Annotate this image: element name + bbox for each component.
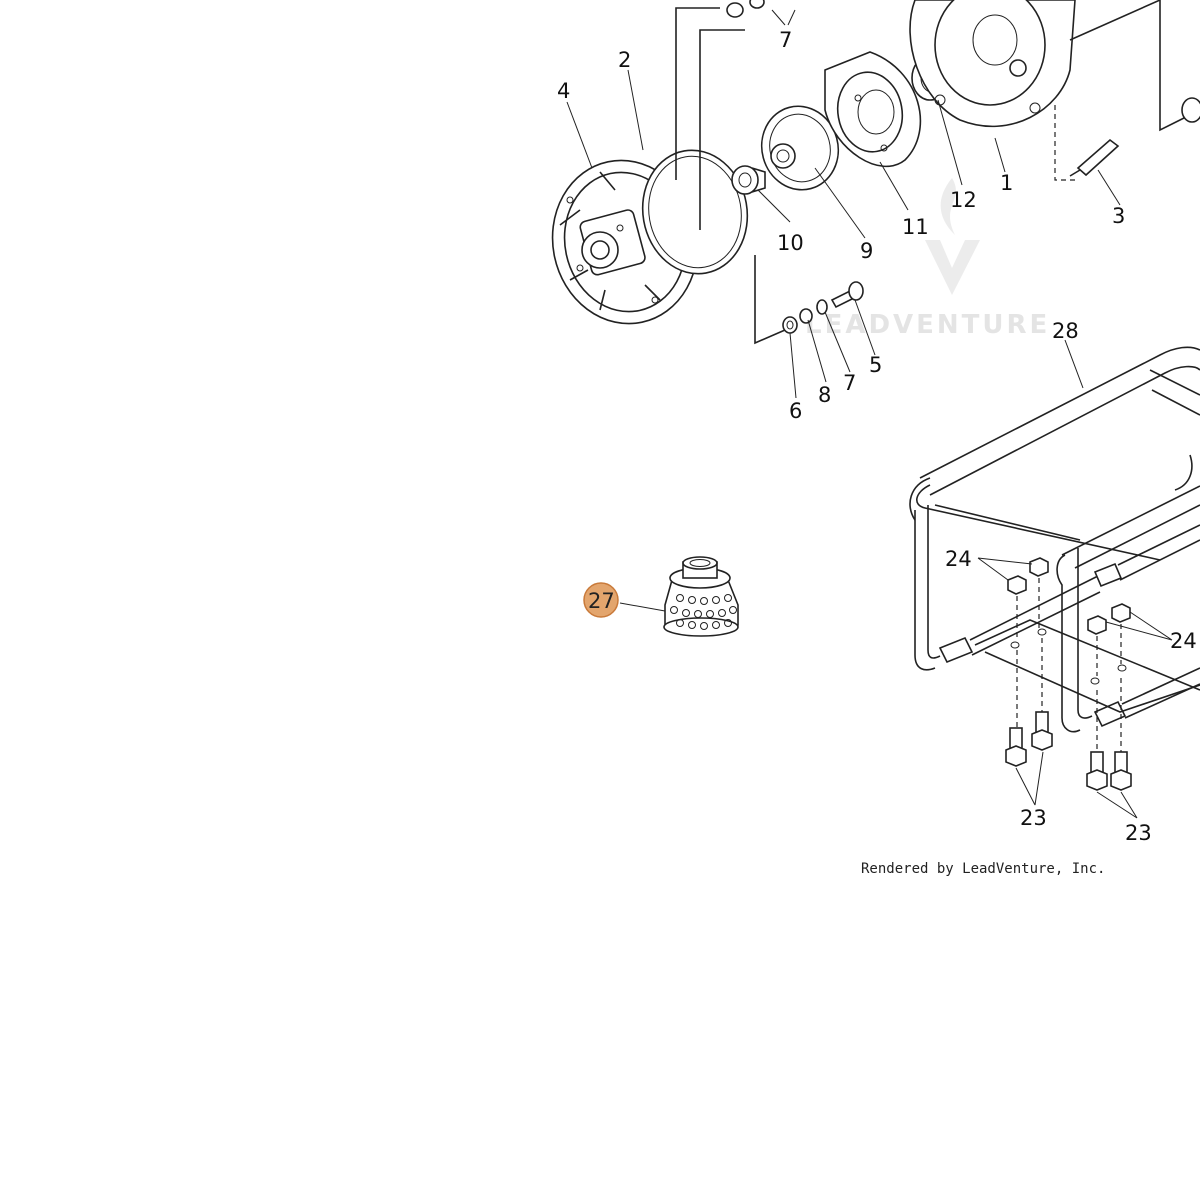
callout-2[interactable]: 2 bbox=[618, 48, 631, 72]
part-10-seal[interactable] bbox=[731, 165, 766, 195]
callout-27-highlight[interactable] bbox=[583, 582, 619, 618]
callout-5[interactable]: 5 bbox=[869, 353, 882, 377]
part-9-impeller[interactable] bbox=[752, 98, 847, 199]
part-28-frame[interactable] bbox=[909, 346, 1200, 733]
watermark: LEADVENTURE bbox=[805, 178, 1050, 340]
callout-24-right[interactable]: 24 bbox=[1170, 629, 1197, 653]
callout-23-right[interactable]: 23 bbox=[1125, 821, 1152, 845]
callout-3[interactable]: 3 bbox=[1112, 204, 1125, 228]
callout-11[interactable]: 11 bbox=[902, 215, 929, 239]
callout-8[interactable]: 8 bbox=[818, 383, 831, 407]
part-2-gasket[interactable] bbox=[633, 142, 757, 282]
part-11-volute[interactable] bbox=[824, 51, 922, 168]
part-3-stud[interactable] bbox=[1069, 138, 1120, 177]
callout-27[interactable]: 27 bbox=[588, 589, 615, 613]
callout-7-lower[interactable]: 7 bbox=[843, 371, 856, 395]
leader-lines bbox=[566, 9, 1173, 819]
callout-7[interactable]: 7 bbox=[779, 28, 792, 52]
watermark-text: LEADVENTURE bbox=[805, 310, 1050, 340]
callout-labels: 7 2 4 10 9 11 12 1 3 5 7 8 6 28 24 24 23… bbox=[557, 28, 1197, 845]
callout-4[interactable]: 4 bbox=[557, 79, 570, 103]
callout-6[interactable]: 6 bbox=[789, 399, 802, 423]
part-24-nuts[interactable] bbox=[1007, 557, 1131, 676]
callout-28[interactable]: 28 bbox=[1052, 319, 1079, 343]
callout-24-left[interactable]: 24 bbox=[945, 547, 972, 571]
part-hardware-5-8[interactable] bbox=[754, 255, 864, 345]
credit-text: Rendered by LeadVenture, Inc. bbox=[861, 861, 1105, 877]
callout-10[interactable]: 10 bbox=[777, 231, 804, 255]
callout-23-left[interactable]: 23 bbox=[1020, 806, 1047, 830]
callout-9[interactable]: 9 bbox=[860, 239, 873, 263]
part-7-washers-top[interactable] bbox=[726, 0, 765, 18]
part-23-bolts[interactable] bbox=[1005, 638, 1132, 791]
callout-1[interactable]: 1 bbox=[1000, 171, 1013, 195]
callout-12[interactable]: 12 bbox=[950, 188, 977, 212]
leadventure-flame-logo bbox=[925, 178, 980, 295]
part-1-pump-housing[interactable] bbox=[909, 0, 1200, 181]
part-27-strainer[interactable] bbox=[663, 556, 739, 637]
